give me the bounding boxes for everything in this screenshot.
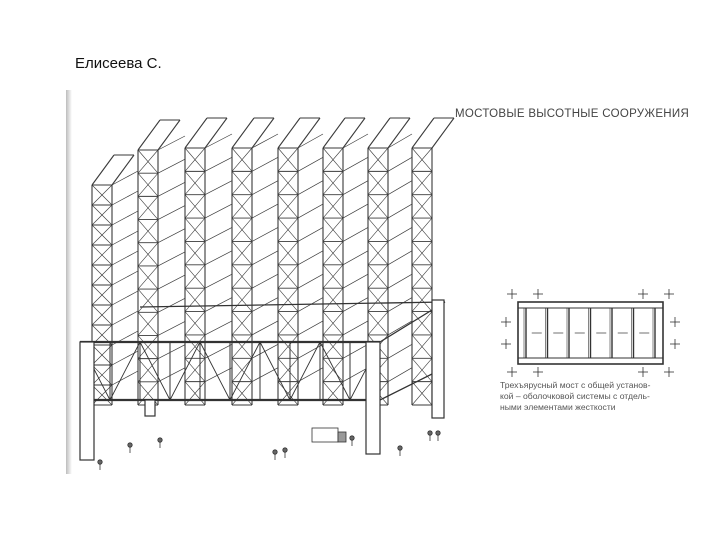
figure-title: МОСТОВЫЕ ВЫСОТНЫЕ СООРУЖЕНИЯ: [455, 108, 690, 120]
slide-author: Елисеева С.: [75, 55, 162, 72]
tower-frames: [91, 117, 455, 406]
caption-line: кой – оболочковой системы с отдель-: [500, 391, 650, 401]
scan-edge-shadow: [66, 90, 72, 474]
plan-diagram: [501, 289, 680, 377]
figure-caption: Трехъярусный мост с общей установ- кой –…: [500, 380, 675, 413]
caption-line: Трехъярусный мост с общей установ-: [500, 380, 651, 390]
caption-line: ными элементами жесткости: [500, 402, 616, 412]
bridge-truss: [79, 301, 446, 402]
ground-figures: [97, 427, 441, 470]
support-columns: [79, 299, 445, 461]
